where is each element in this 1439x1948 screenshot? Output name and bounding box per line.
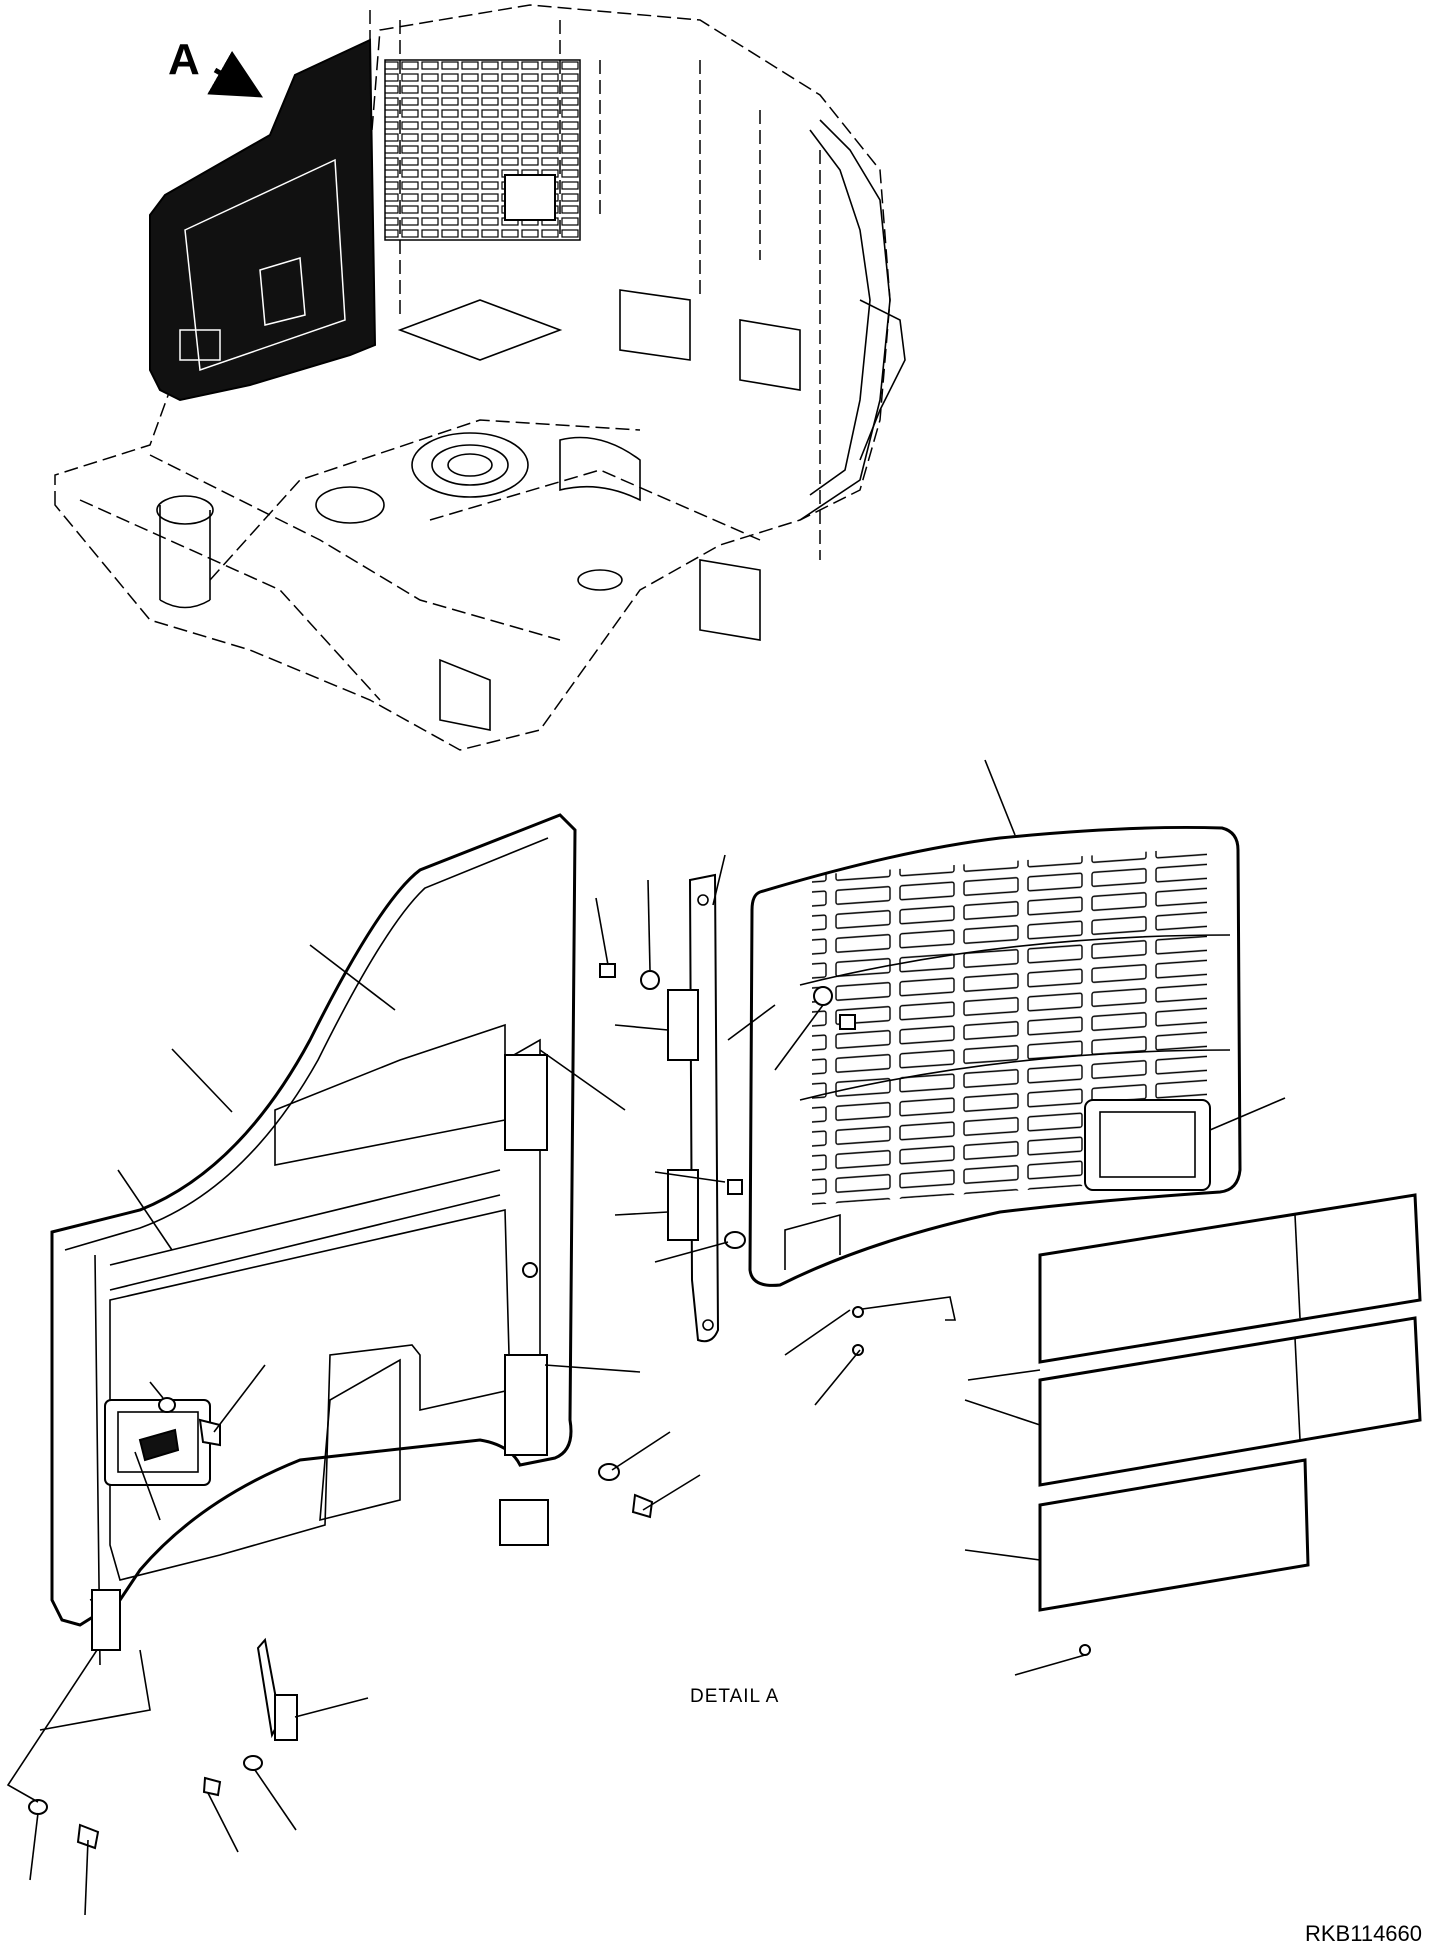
view-marker-label: A bbox=[168, 35, 200, 84]
hinge-bracket bbox=[667, 873, 720, 1343]
leader-lines bbox=[6, 759, 1286, 1916]
view-arrow bbox=[207, 50, 264, 98]
drawing-number: RKB114660 bbox=[1305, 1921, 1422, 1946]
cover-plates bbox=[1038, 1193, 1422, 1612]
detail-caption: DETAIL A bbox=[690, 1686, 779, 1707]
door-panel bbox=[50, 813, 577, 1666]
fasteners bbox=[28, 963, 1091, 1850]
grille-panel bbox=[748, 825, 1242, 1287]
overview-assembly bbox=[54, 4, 906, 751]
